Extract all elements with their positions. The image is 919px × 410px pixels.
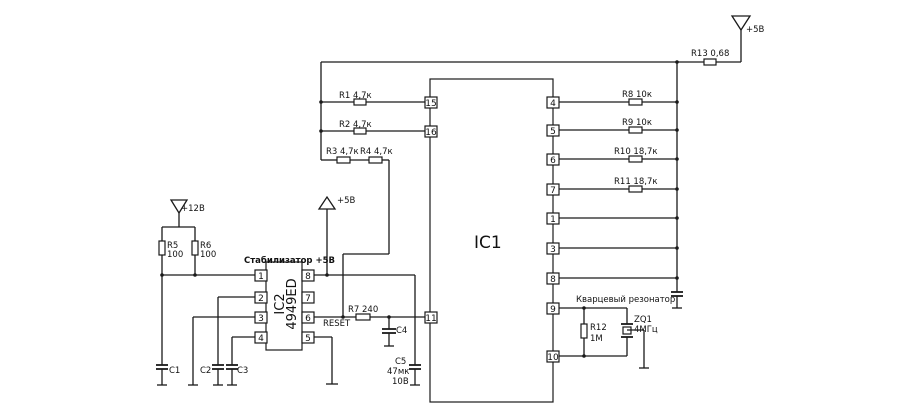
r9-label: R9 10к [622, 118, 652, 128]
r7-label: R7 240 [348, 305, 378, 315]
c5-value-label: 47мк [387, 367, 409, 377]
ic1-pin-15-label: 15 [425, 99, 436, 109]
ic2-pin-3-label: 3 [258, 314, 264, 324]
vcc5-mid-symbol [317, 195, 337, 210]
ic1-pin-8-label: 8 [550, 275, 556, 285]
junction-dot [675, 157, 679, 161]
r4-body [368, 156, 383, 164]
c5-name-label: C5 [395, 357, 406, 367]
ic2-pin-8-label: 8 [305, 272, 311, 282]
junction-dot [675, 276, 679, 280]
junction-dot [325, 273, 329, 277]
r6-value-label: 100 [200, 250, 216, 260]
ic2-label: IC2 [273, 293, 288, 314]
junction-dot [193, 273, 197, 277]
ic2-pin-7 [301, 291, 315, 304]
r6-body [191, 240, 199, 256]
junction-dot [319, 100, 323, 104]
ic1-label: IC1 [474, 233, 502, 253]
ic1-pin-16-label: 16 [425, 128, 437, 138]
junction-dot [675, 216, 679, 220]
ic2-part-label: 4949ED [285, 278, 300, 329]
ic1-pin-9-label: 9 [550, 305, 556, 315]
ic2-pin-5-label: 5 [305, 334, 311, 344]
junction-dot [675, 128, 679, 132]
ic1-pin-3-label: 3 [550, 245, 556, 255]
r6-name-label: R6 [200, 241, 211, 251]
ic1-pin-1-label: 1 [550, 215, 556, 225]
ic1-pin-7-label: 7 [550, 186, 556, 196]
vcc5-top-symbol [730, 15, 752, 32]
junction-dot [160, 273, 164, 277]
r12-value-label: 1М [590, 334, 603, 344]
r12-name-label: R12 [590, 323, 607, 333]
vcc5-mid-label: +5В [337, 196, 356, 206]
zq1-name-label: ZQ1 [634, 315, 652, 325]
ic2-pin-1-label: 1 [258, 272, 264, 282]
c1-label: C1 [169, 366, 180, 376]
ic2-pin-4-label: 4 [258, 334, 264, 344]
ic1-body [429, 78, 554, 403]
ic2-body [265, 261, 303, 351]
junction-dot [675, 246, 679, 250]
r13-body [703, 58, 717, 66]
ic1-pin-4-label: 4 [550, 99, 556, 109]
ic1-pin-6-label: 6 [550, 156, 556, 166]
vcc5-top-label: +5В [746, 25, 765, 35]
c4-label: C4 [396, 326, 407, 336]
r3-body [336, 156, 351, 164]
r8-label: R8 10к [622, 90, 652, 100]
junction-dot [675, 60, 679, 64]
vcc12-symbol [169, 199, 189, 215]
r13-label: R13 0,68 [691, 49, 729, 59]
zq1-freq-label: 4МГц [634, 325, 658, 335]
c5-voltage-label: 10В [392, 377, 409, 387]
ic1-pin-10-label: 10 [547, 353, 559, 363]
r11-label: R11 18,7к [614, 177, 657, 187]
ic2-pin-2-label: 2 [258, 294, 264, 304]
r12-body [580, 323, 588, 339]
r5-body [158, 240, 166, 256]
r5-name-label: R5 [167, 241, 178, 251]
junction-dot [675, 100, 679, 104]
c3-label: C3 [237, 366, 248, 376]
r4-label: R4 4,7к [360, 147, 393, 157]
junction-dot [582, 354, 586, 358]
stabilizer-label: Стабилизатор +5В [244, 255, 335, 266]
ic2-pin-6-label: 6 [305, 314, 311, 324]
ic1-pin-5-label: 5 [550, 127, 556, 137]
r10-label: R10 18,7к [614, 147, 657, 157]
ic1-pin-11-label: 11 [425, 314, 436, 324]
reset-label: RESET [323, 319, 351, 329]
junction-dot [319, 129, 323, 133]
junction-dot [675, 187, 679, 191]
r3-label: R3 4,7к [326, 147, 359, 157]
vcc12-label: +12В [181, 204, 205, 214]
r2-label: R2 4,7к [339, 120, 372, 130]
c2-label: C2 [200, 366, 211, 376]
ic2-pin-7-label: 7 [305, 294, 311, 304]
crystal-label: Кварцевый резонатор [576, 295, 675, 305]
r1-label: R1 4,7к [339, 91, 372, 101]
r5-value-label: 100 [167, 250, 183, 260]
